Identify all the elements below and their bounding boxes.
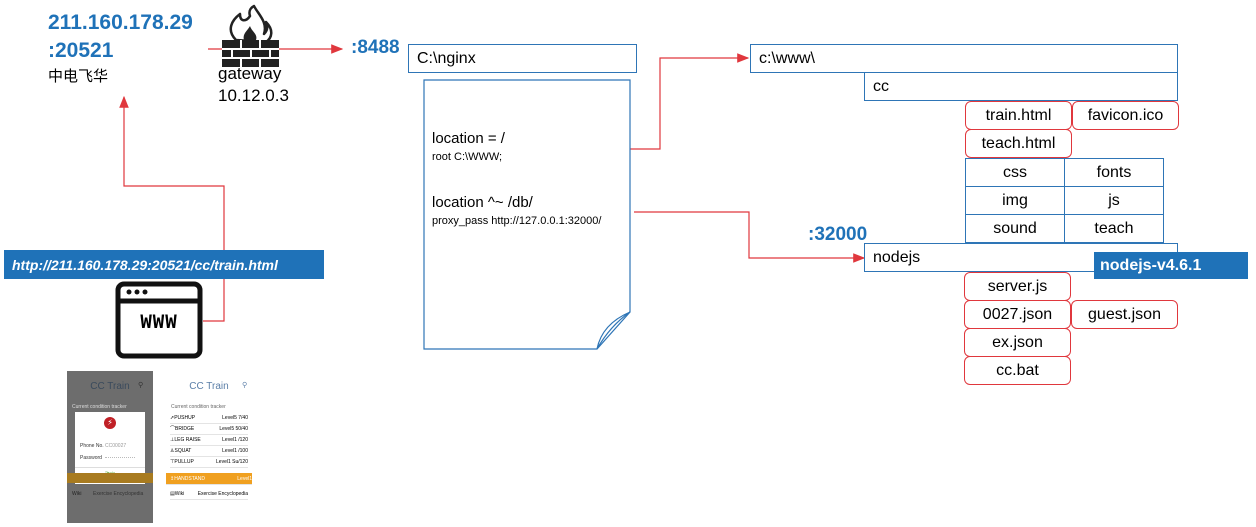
- file-train-html: train.html: [965, 101, 1072, 130]
- www-icon-text: WWW: [140, 311, 178, 333]
- phone-input[interactable]: CC00027: [105, 443, 127, 449]
- isp-name: 中电飞华: [48, 68, 109, 85]
- wiki-desc-dim: Exercise Encyclopedia: [93, 491, 144, 497]
- www-root-box: c:\www\: [750, 44, 1178, 73]
- password-input[interactable]: [105, 457, 135, 458]
- file-cc-bat: cc.bat: [964, 356, 1071, 385]
- proxy-to-nodejs-arrow: [634, 211, 866, 263]
- browser-window-icon: [115, 281, 203, 359]
- row-icon: ➚: [170, 414, 175, 421]
- tracker-label: Current condition tracker: [171, 404, 226, 410]
- nodejs-dir-label: nodejs: [873, 248, 921, 266]
- row-icon: ♙: [170, 447, 175, 454]
- book-icon: ▤: [170, 490, 175, 497]
- gateway-ip: 10.12.0.3: [218, 86, 289, 105]
- cc-dir-box: cc: [864, 72, 1178, 101]
- document-fold: [596, 311, 631, 350]
- file-guest-json: guest.json: [1071, 300, 1178, 329]
- gateway-label: gateway: [218, 64, 282, 83]
- tracker-label-dim: Current condition tracker: [72, 404, 127, 410]
- dir-css: css: [965, 158, 1065, 187]
- search-icon: ⚲: [138, 382, 144, 389]
- app-title-dim: CC Train: [90, 381, 130, 392]
- row-icon: ⊥: [170, 436, 175, 443]
- app-list-screenshot: CC Train ⚲ Current condition tracker ➚PU…: [166, 371, 252, 523]
- password-label: Password: [80, 455, 102, 461]
- browser-to-public-ip-arrow: [119, 95, 225, 322]
- file-favicon: favicon.ico: [1072, 101, 1179, 130]
- www-root-path: c:\www\: [759, 49, 815, 67]
- nginx-path-box: C:\nginx: [408, 44, 637, 73]
- app-logo-icon: ⚡: [104, 417, 116, 429]
- dir-fonts: fonts: [1064, 158, 1164, 187]
- public-ip: 211.160.178.29: [48, 11, 193, 34]
- app-login-screenshot: CC Train ⚲ Current condition tracker ⚡ P…: [67, 371, 153, 523]
- node-port: :32000: [808, 224, 868, 245]
- location-db-detail: proxy_pass http://127.0.0.1:32000/: [432, 215, 602, 227]
- dir-teach: teach: [1064, 214, 1164, 243]
- firewall-icon: [222, 4, 279, 67]
- file-ex-json: ex.json: [964, 328, 1071, 357]
- nodejs-version-badge: nodejs-v4.6.1: [1094, 252, 1248, 279]
- highlight-row-dim: [67, 473, 153, 483]
- row-icon: ⌒: [170, 426, 176, 432]
- cc-dir-label: cc: [873, 77, 889, 95]
- nginx-path: C:\nginx: [417, 49, 476, 67]
- wiki-label-dim: Wiki: [72, 491, 82, 497]
- nginx-config-document: [423, 79, 631, 350]
- phone-label: Phone No.: [80, 443, 104, 449]
- row-icon: ⊤: [170, 458, 175, 465]
- file-teach-html: teach.html: [965, 129, 1072, 158]
- nginx-port: :8488: [351, 37, 400, 58]
- dir-img: img: [965, 186, 1065, 215]
- dir-sound: sound: [965, 214, 1065, 243]
- app-title: CC Train: [189, 381, 229, 392]
- file-0027-json: 0027.json: [964, 300, 1071, 329]
- row-icon: ↥: [170, 475, 175, 482]
- file-server-js: server.js: [964, 272, 1071, 301]
- public-port: :20521: [48, 39, 114, 62]
- search-icon: ⚲: [242, 382, 248, 389]
- location-root-detail: root C:\WWW;: [432, 151, 503, 163]
- location-root: location = /: [432, 130, 505, 147]
- browser-url-banner: http://211.160.178.29:20521/cc/train.htm…: [4, 250, 324, 279]
- dir-js: js: [1064, 186, 1164, 215]
- location-db: location ^~ /db/: [432, 194, 533, 211]
